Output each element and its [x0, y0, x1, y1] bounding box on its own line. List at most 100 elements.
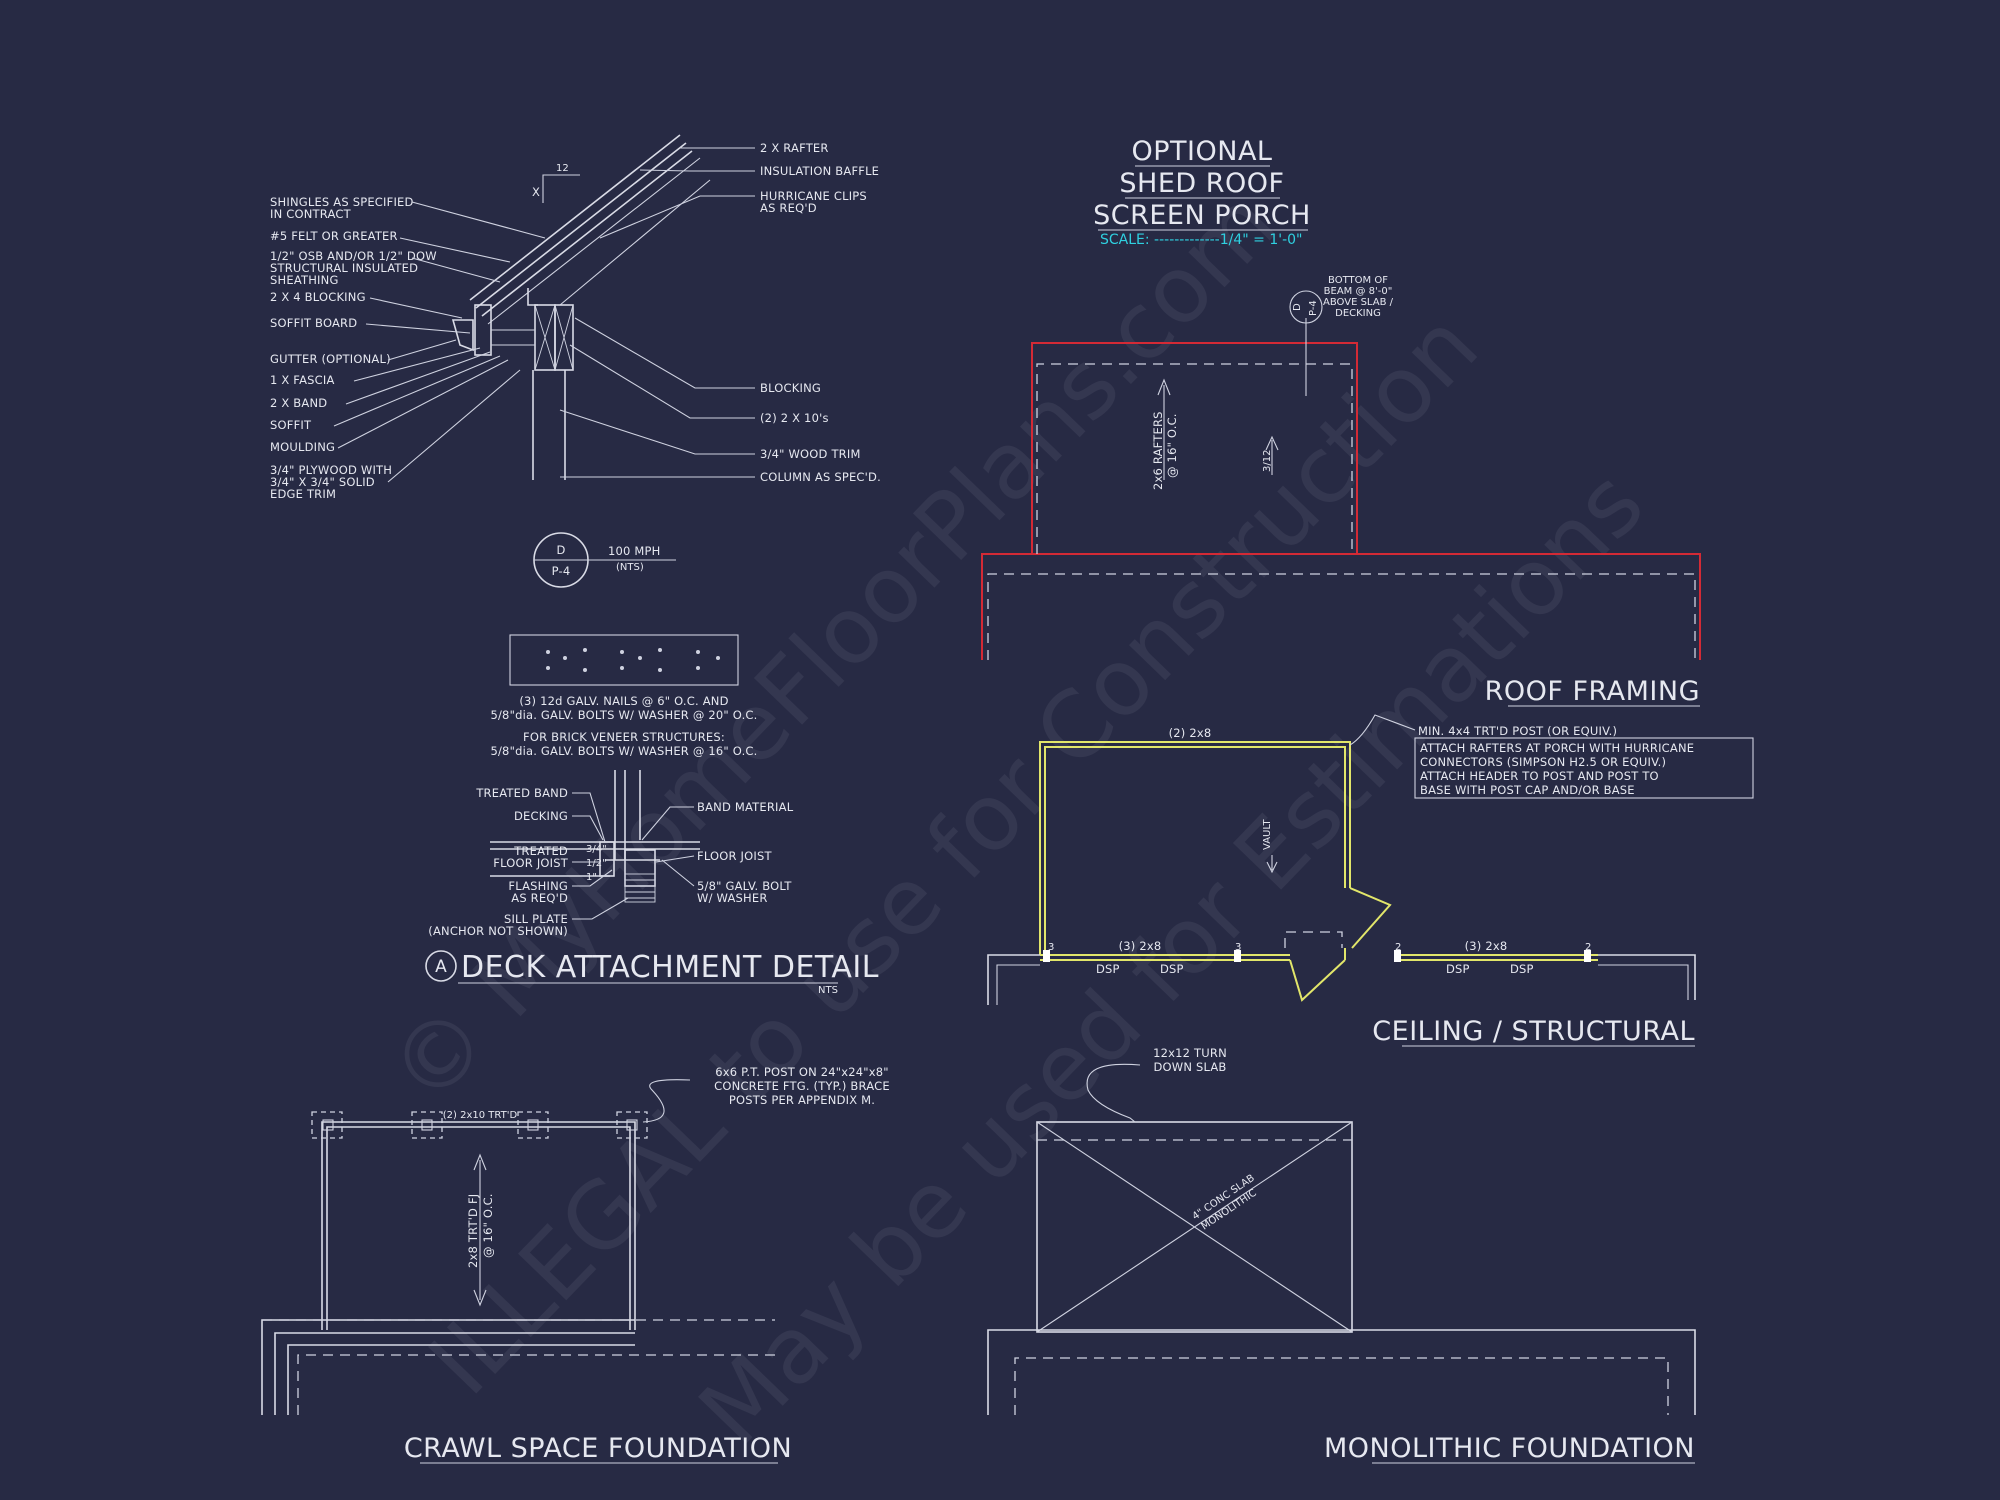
decking-lines: [490, 841, 700, 877]
monolithic-foundation-plan: 4" CONC SLAB MONOLITHIC 12x12 TURN DOWN …: [987, 1046, 1696, 1464]
rafter-lines: [487, 157, 711, 325]
callout-blocking-r: BLOCKING: [760, 381, 821, 395]
house-roof-outline: [981, 553, 1701, 660]
dsp-3: DSP: [1446, 962, 1470, 976]
joist-arrow: [473, 1153, 487, 1307]
post-note-leader: [642, 1079, 691, 1123]
beam-ref-bubble: [1289, 290, 1323, 324]
note-box: [1414, 737, 1754, 799]
house-foundation-dashed: [262, 1319, 775, 1415]
dsp-1: DSP: [1096, 962, 1120, 976]
callout-baffle: INSULATION BAFFLE: [760, 164, 879, 178]
brick-note-1: FOR BRICK VENEER STRUCTURES:: [523, 730, 725, 744]
sill-plate: [624, 873, 656, 903]
title-line-2: SHED ROOF: [1119, 168, 1284, 199]
roof-deck-lines: [469, 134, 693, 317]
deck-title: DECK ATTACHMENT DETAIL: [461, 950, 879, 985]
vault-label: VAULT: [1262, 818, 1273, 850]
callout-gutter: GUTTER (OPTIONAL): [270, 352, 391, 366]
callout-wood-trim: 3/4" WOOD TRIM: [760, 447, 861, 461]
callout-osb-3: SHEATHING: [270, 273, 339, 287]
post-squares: [322, 1119, 638, 1131]
post-note-3: POSTS PER APPENDIX M.: [729, 1093, 875, 1107]
deck-label-flashing: FLASHING: [508, 879, 568, 893]
callout-osb-2: STRUCTURAL INSULATED: [270, 261, 418, 275]
slab-cross: [1036, 1121, 1353, 1333]
deck-label-treated: TREATED: [513, 844, 568, 858]
rafter-label-2: @ 16" O.C.: [1165, 413, 1179, 478]
ref-letter: D: [556, 543, 565, 557]
beam-note-2: BEAM @ 8'-0": [1324, 286, 1393, 297]
post-count-4: 2: [1585, 942, 1591, 953]
crawl-title: CRAWL SPACE FOUNDATION: [404, 1433, 792, 1464]
deck-label-sill: SILL PLATE: [504, 912, 568, 926]
callout-plywood: 3/4" PLYWOOD WITH: [270, 463, 392, 477]
plan-title-block: OPTIONAL SHED ROOF SCREEN PORCH SCALE: -…: [1093, 136, 1310, 248]
treated-band: [599, 841, 615, 877]
callout-column: COLUMN AS SPEC'D.: [760, 470, 881, 484]
callout-plywood-2: 3/4" X 3/4" SOLID: [270, 475, 375, 489]
callout-hurricane-2: AS REQ'D: [760, 201, 817, 215]
callout-soffit-board: SOFFIT BOARD: [270, 316, 357, 330]
callout-shingles-2: IN CONTRACT: [270, 207, 352, 221]
callout-rafter: 2 X RAFTER: [760, 141, 829, 155]
wind-speed: 100 MPH: [608, 544, 661, 558]
crawl-space-foundation-plan: (2) 2x10 TRT'D 2x8 TRT'D FJ @ 16" O.C. 6…: [261, 1065, 890, 1464]
post-note-1: 6x6 P.T. POST ON 24"x24"x8": [715, 1065, 889, 1079]
slope-rise: X: [532, 185, 540, 199]
gutter-shape: [451, 319, 474, 352]
note-line-4: ATTACH HEADER TO POST AND POST TO: [1420, 769, 1659, 783]
deck-title-letter: A: [435, 957, 447, 977]
beam-ref-sheet: P-4: [1308, 300, 1319, 316]
callout-band: 2 X BAND: [270, 396, 327, 410]
dim-1: 1": [586, 872, 597, 883]
right-leader-lines: [559, 147, 755, 478]
blocking-hatch: [534, 304, 574, 371]
brick-note-2: 5/8"dia. GALV. BOLTS W/ WASHER @ 16" O.C…: [490, 744, 757, 758]
dsp-4: DSP: [1510, 962, 1534, 976]
nail-note-1: (3) 12d GALV. NAILS @ 6" O.C. AND: [519, 694, 728, 708]
post-markers: [1043, 950, 1591, 962]
title-scale: SCALE: -------------1/4" = 1'-0": [1100, 232, 1302, 248]
sill-hatch: [625, 879, 655, 899]
roof-framing-title: ROOF FRAMING: [1485, 676, 1700, 707]
slope-symbol: [542, 174, 580, 203]
porch-roof-outline: [1031, 342, 1358, 554]
beam-note-4: DECKING: [1335, 308, 1381, 319]
ceiling-title: CEILING / STRUCTURAL: [1372, 1016, 1695, 1047]
deck-left-leaders: [572, 792, 629, 920]
deck-label-floor-joist: FLOOR JOIST: [493, 856, 568, 870]
footing-dashed-squares: [311, 1111, 648, 1139]
callout-hurricane: HURRICANE CLIPS: [760, 189, 867, 203]
deck-label-flashing-2: AS REQ'D: [511, 891, 568, 905]
callout-fascia: 1 X FASCIA: [270, 373, 335, 387]
post-count-1: 3: [1048, 942, 1054, 953]
dim-3-4: 3/4": [586, 844, 607, 855]
callout-soffit: SOFFIT: [270, 418, 312, 432]
note-line-3: CONNECTORS (SIMPSON H2.5 OR EQUIV.): [1420, 755, 1666, 769]
slab-note-1: 12x12 TURN: [1153, 1046, 1227, 1060]
deck-label-band-material: BAND MATERIAL: [697, 800, 794, 814]
slope-arrow: [1265, 435, 1279, 475]
deck-title-scale: NTS: [818, 985, 838, 996]
column-lines: [532, 370, 566, 480]
slope-run: 12: [556, 163, 569, 174]
title-line-1: OPTIONAL: [1132, 136, 1273, 167]
side-door: [1344, 887, 1392, 960]
double-2x10: [554, 304, 574, 371]
deck-label-anchor: (ANCHOR NOT SHOWN): [428, 924, 568, 938]
slab-note-2: DOWN SLAB: [1153, 1060, 1226, 1074]
beam-label: (2) 2x10 TRT'D: [443, 1110, 518, 1121]
left-leader-lines: [333, 201, 546, 483]
hurricane-clip: [527, 288, 538, 306]
deck-attachment-detail: (3) 12d GALV. NAILS @ 6" O.C. AND 5/8"di…: [425, 634, 879, 996]
slab-outline: [1036, 1121, 1353, 1333]
note-line-2: ATTACH RAFTERS AT PORCH WITH HURRICANE: [1420, 741, 1694, 755]
deck-label-decking: DECKING: [514, 809, 568, 823]
nail-note-2: 5/8"dia. GALV. BOLTS W/ WASHER @ 20" O.C…: [490, 708, 757, 722]
slab-note-leader: [1086, 1063, 1141, 1123]
callout-2x10: (2) 2 X 10's: [760, 411, 829, 425]
callout-osb: 1/2" OSB AND/OR 1/2" DOW: [270, 249, 437, 263]
roof-slope: 3/12: [1262, 450, 1273, 472]
